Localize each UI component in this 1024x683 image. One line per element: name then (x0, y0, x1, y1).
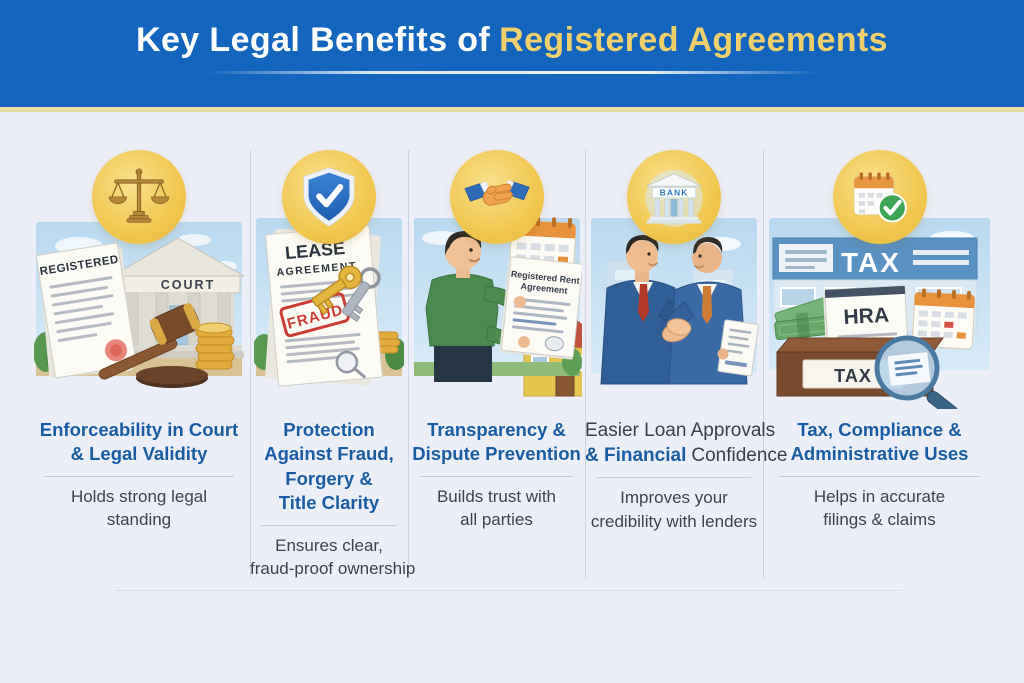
footer-rule (115, 590, 903, 591)
gold-divider-strip (0, 107, 1024, 112)
heading-rule (597, 477, 751, 479)
handshake-icon (449, 150, 544, 244)
shield-check-icon (282, 150, 376, 244)
tenant-figure (424, 231, 523, 382)
money-stack (774, 297, 833, 341)
svg-text:HRA: HRA (843, 304, 890, 329)
keys (311, 265, 381, 322)
svg-text:TAX: TAX (841, 247, 901, 278)
loan-handshake-illustration (585, 204, 763, 409)
benefit-column-enforceability: COURT (28, 112, 250, 683)
magnifier (874, 335, 959, 409)
scales-of-justice-icon (92, 150, 186, 244)
column-divider (250, 150, 251, 578)
document-seal (544, 336, 564, 352)
benefits-board: COURT (0, 112, 1024, 683)
loan-document (717, 319, 759, 377)
bank-label: BANK (660, 188, 689, 198)
tax-documents-illustration: TAX (763, 204, 996, 409)
benefit-description: Ensures clear, fraud-proof ownership (250, 535, 416, 579)
title-underline (206, 71, 818, 74)
benefit-heading: Tax, Compliance & Administrative Uses (790, 419, 969, 465)
column-divider (408, 150, 409, 578)
court-building: COURT (108, 237, 244, 358)
benefit-column-tax-compliance: TAX (763, 112, 996, 683)
column-divider (585, 150, 586, 578)
benefit-column-loan-approvals: BANK (585, 112, 788, 683)
court-label: COURT (161, 278, 215, 292)
benefit-heading: Protection Against Fraud, Forgery & Titl… (264, 419, 394, 514)
column-divider (763, 150, 764, 578)
heading-rule (420, 475, 573, 477)
benefit-description: Holds strong legal standing (70, 486, 208, 530)
benefit-description: Improves your credibility with lenders (590, 488, 758, 531)
court-scene-illustration: COURT (28, 204, 250, 409)
benefit-heading: Enforceability in Court & Legal Validity (39, 419, 239, 465)
rent-agreement-document: Registered Rent Agreement (498, 256, 582, 360)
fraud-protection-illustration: LEASE AGREEMENT FRAUD (250, 204, 408, 409)
heading-rule (43, 475, 235, 477)
coins-stack (195, 322, 235, 370)
svg-text:TAX: TAX (834, 366, 872, 386)
title-prefix: Key Legal Benefits of (136, 21, 491, 59)
mini-calendar (911, 288, 976, 350)
handshake-hands (661, 318, 692, 343)
heading-rule (261, 524, 397, 526)
benefit-column-fraud-protection: LEASE AGREEMENT FRAUD (250, 112, 416, 683)
rent-agreement-illustration: Registered Rent Agreement (408, 204, 585, 409)
heading-rule (779, 475, 980, 477)
benefit-column-transparency: Registered Rent Agreement (408, 112, 585, 683)
bank-icon: BANK (627, 150, 721, 244)
title-highlight: Registered Agreements (499, 21, 888, 59)
seal-magnifier (335, 350, 366, 379)
gavel (98, 303, 208, 388)
svg-text:Agreement: Agreement (520, 281, 568, 296)
calendar-check-icon (832, 150, 927, 244)
registered-document: REGISTERED (35, 242, 137, 379)
benefit-heading: Transparency & Dispute Prevention (412, 419, 581, 465)
benefit-description: Helps in accurate filings & claims (813, 486, 946, 530)
benefit-description: Builds trust with all parties (436, 486, 557, 530)
